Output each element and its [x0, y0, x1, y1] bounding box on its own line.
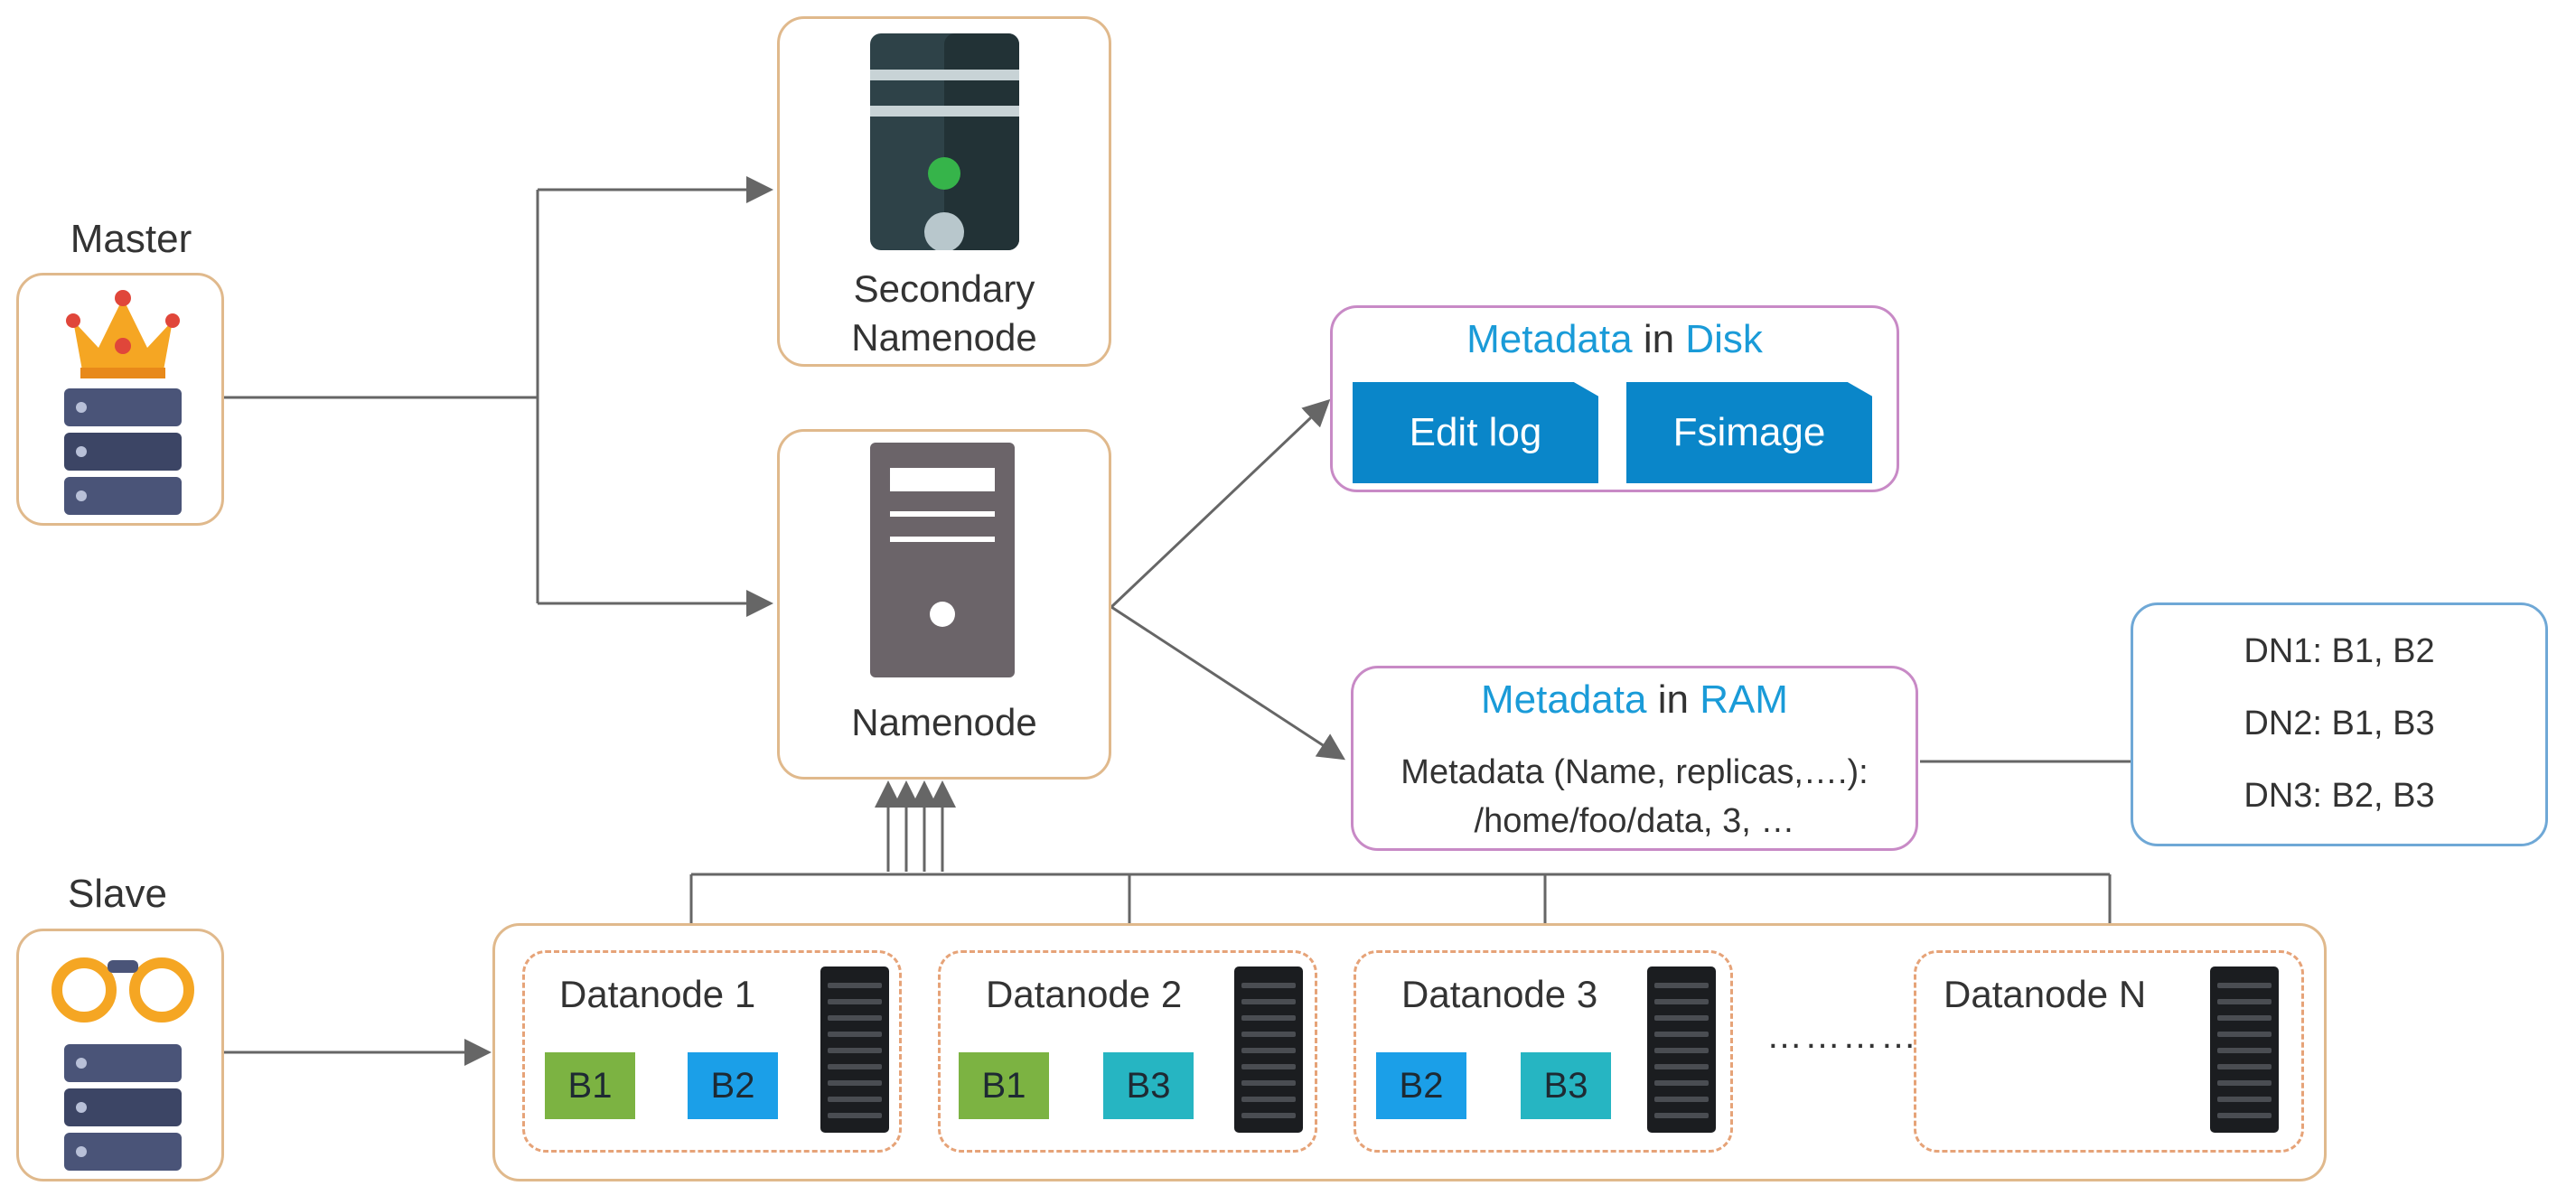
server-rack-icon: [1647, 967, 1716, 1133]
block-b2: B2: [688, 1052, 778, 1119]
namenode-node: Namenode: [777, 429, 1111, 780]
master-node: [16, 273, 224, 526]
block-map-entry: DN1: B1, B2: [2243, 632, 2435, 670]
datanode-label: Datanode 1: [559, 973, 756, 1015]
fsimage-file: Fsimage: [1626, 382, 1872, 483]
server-rack-icon: [820, 967, 889, 1133]
namenode-label: Namenode: [851, 701, 1037, 743]
server-stack-icon: [64, 1044, 182, 1171]
server-tower-icon: [870, 443, 1015, 677]
server-rack-icon: [1234, 967, 1303, 1133]
datanode-3: Datanode 3 B2 B3: [1354, 950, 1733, 1153]
metadata-ram-line2: /home/foo/data, 3, …: [1474, 802, 1795, 840]
block-map-entry: DN3: B2, B3: [2243, 777, 2435, 815]
handcuffs-icon: [52, 957, 194, 1023]
block-map-entry: DN2: B1, B3: [2243, 705, 2435, 742]
block-b2: B2: [1376, 1052, 1466, 1119]
datanode-label: Datanode N: [1944, 973, 2147, 1015]
block-b1: B1: [545, 1052, 635, 1119]
metadata-ram-line1: Metadata (Name, replicas,….):: [1400, 753, 1869, 791]
datanode-label: Datanode 2: [986, 973, 1183, 1015]
metadata-ram-title: Metadata in RAM: [1481, 677, 1788, 722]
metadata-disk-title: Metadata in Disk: [1466, 317, 1763, 361]
arrow-to-disk: [1110, 398, 1331, 609]
secondary-namenode-label-line2: Namenode: [851, 316, 1037, 359]
metadata-disk-box: Metadata in Disk Edit log Fsimage: [1330, 305, 1899, 492]
server-stack-icon: [64, 388, 182, 515]
server-tower-icon: [870, 33, 1019, 250]
block-map-box: DN1: B1, B2 DN2: B1, B3 DN3: B2, B3: [2131, 602, 2548, 846]
server-rack-icon: [2210, 967, 2279, 1133]
secondary-namenode-label-line1: Secondary: [853, 267, 1035, 310]
ellipsis: …………: [1766, 1016, 1918, 1056]
metadata-ram-box: Metadata in RAM Metadata (Name, replicas…: [1351, 666, 1918, 851]
block-b3: B3: [1103, 1052, 1194, 1119]
block-b3: B3: [1521, 1052, 1611, 1119]
datanode-label: Datanode 3: [1401, 973, 1598, 1015]
datanode-n: Datanode N: [1914, 950, 2304, 1153]
slave-label: Slave: [67, 872, 168, 916]
secondary-namenode-node: Secondary Namenode: [777, 16, 1111, 367]
block-b1: B1: [959, 1052, 1049, 1119]
datanode-1: Datanode 1 B1 B2: [522, 950, 902, 1153]
datanode-2: Datanode 2 B1 B3: [938, 950, 1317, 1153]
edit-log-file: Edit log: [1353, 382, 1598, 483]
arrow-to-ram: [1110, 605, 1346, 761]
master-label: Master: [70, 217, 192, 261]
crown-icon: [66, 290, 180, 378]
slave-node: [16, 929, 224, 1181]
